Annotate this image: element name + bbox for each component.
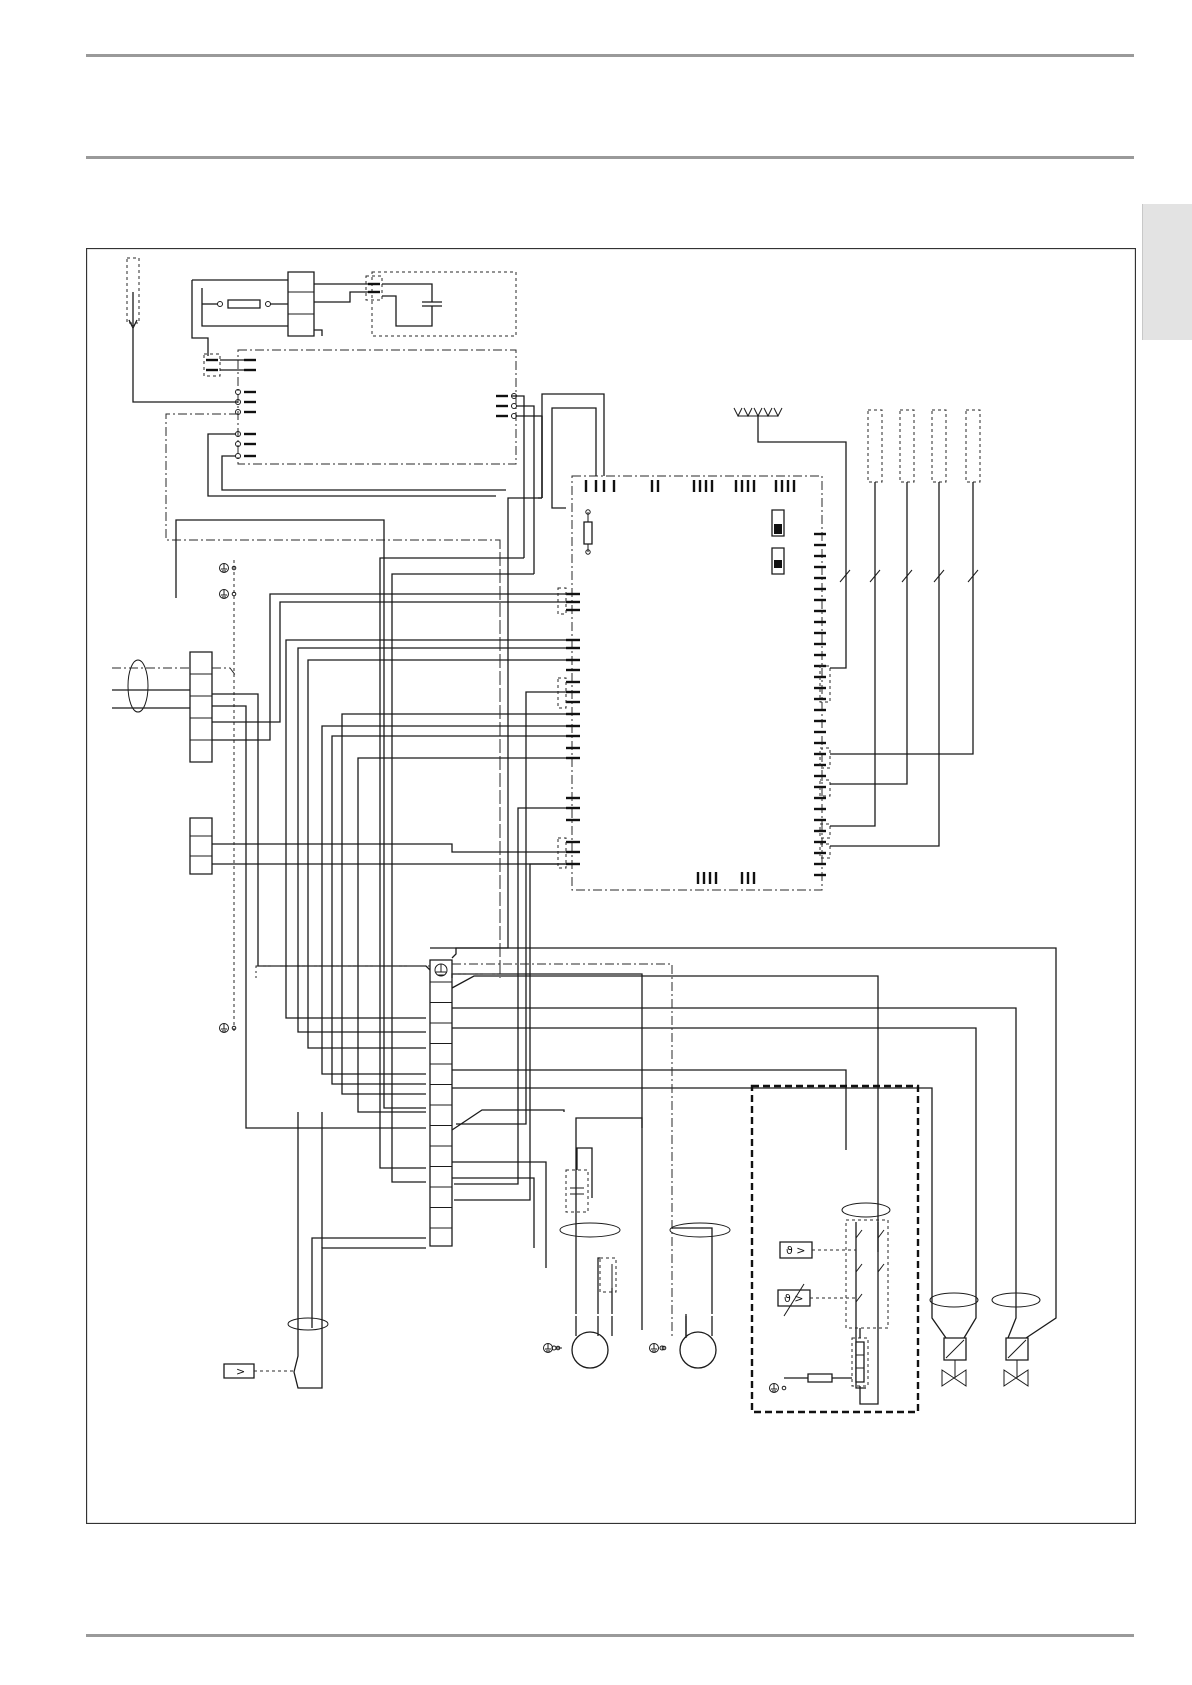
header-rule-bottom — [86, 156, 1134, 159]
wire-bundle-ignition-to-strip — [380, 394, 604, 1182]
earth-ground-icon — [770, 1384, 786, 1393]
heater-safety-module: ϑ > ϑ > — [752, 1086, 918, 1412]
earth-ground-icon — [650, 1344, 666, 1353]
chapter-side-tab[interactable] — [1142, 204, 1192, 340]
solenoid-valve-1 — [930, 1214, 978, 1386]
multi-sensor-connector — [734, 408, 846, 668]
strip-dashdot-branches — [256, 964, 672, 1338]
earth-ground-icon — [220, 564, 236, 573]
lower-terminal-strip — [416, 960, 452, 1246]
fuse-block-top — [192, 272, 368, 356]
footer-rule — [86, 1634, 1134, 1637]
wire-bundle-strip-to-loads — [452, 948, 1056, 1330]
fan-motor-2 — [660, 1223, 730, 1368]
mains-terminal-block — [112, 652, 236, 762]
earth-ground-icon — [220, 590, 236, 599]
solenoid-valve-2 — [992, 1214, 1056, 1386]
pressure-switch-label: > — [236, 1365, 245, 1378]
earth-ground-icon — [220, 1024, 236, 1033]
adjustable-thermostat-label: ϑ > — [784, 1292, 804, 1305]
main-control-board — [558, 476, 830, 890]
earth-line-vertical — [452, 540, 500, 974]
fan-motor-1 — [552, 1118, 642, 1368]
limit-thermostat-label: ϑ > — [786, 1244, 806, 1257]
pressure-switch: > — [224, 1112, 426, 1388]
temperature-probes-right — [830, 410, 980, 846]
earth-loop-dashdot — [166, 414, 500, 978]
header-rule-top — [86, 54, 1134, 57]
diagram-frame — [87, 249, 1136, 1524]
wiring-diagram: ϑ > ϑ > > — [86, 248, 1136, 1524]
capacitor-module-top — [366, 272, 516, 336]
